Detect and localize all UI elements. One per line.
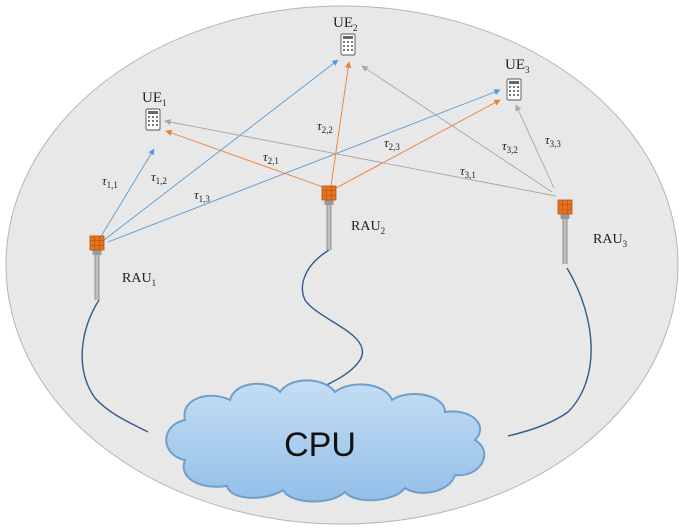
rau1-antenna-icon xyxy=(89,235,105,300)
rau3-antenna-icon xyxy=(557,199,573,264)
link-rau2-ue3 xyxy=(335,99,501,189)
tau-3-1-label: τ3,1 xyxy=(460,163,476,180)
link-rau1-ue3 xyxy=(107,89,501,243)
links-rau1 xyxy=(99,59,501,243)
fiber-rau1 xyxy=(81,299,149,433)
tau-3-2-label: τ3,2 xyxy=(502,138,518,155)
tau-3-3-label: τ3,3 xyxy=(545,132,561,149)
rau2-label: RAU2 xyxy=(351,219,385,236)
tau-1-3-label: τ1,3 xyxy=(194,187,210,204)
ue1-label: UE1 xyxy=(142,90,167,108)
fiber-rau3 xyxy=(507,267,592,437)
links-rau2 xyxy=(165,61,501,189)
fiber-links xyxy=(81,249,592,437)
link-rau1-ue2 xyxy=(103,59,339,241)
rau1-label: RAU1 xyxy=(122,271,156,288)
ue1-device-icon xyxy=(145,108,161,131)
ue3-label: UE3 xyxy=(505,57,530,75)
links-rau3 xyxy=(164,65,557,197)
link-rau2-ue1 xyxy=(165,129,324,188)
link-rau1-ue1 xyxy=(99,148,155,239)
tau-1-2-label: τ1,2 xyxy=(151,169,167,186)
link-rau2-ue2 xyxy=(330,61,352,187)
tau-2-2-label: τ2,2 xyxy=(317,118,333,135)
rau3-label: RAU3 xyxy=(593,232,628,249)
coverage-area xyxy=(5,5,679,525)
cpu-label: CPU xyxy=(284,426,356,464)
ue2-label: UE2 xyxy=(333,15,358,33)
ue2-device-icon xyxy=(340,33,356,56)
link-rau3-ue1 xyxy=(164,118,557,197)
cpu-cloud-icon: CPU xyxy=(165,379,486,503)
link-rau3-ue3 xyxy=(515,104,555,189)
tau-2-3-label: τ2,3 xyxy=(384,135,400,152)
ue3-device-icon xyxy=(506,78,522,101)
tau-1-1-label: τ1,1 xyxy=(102,173,118,190)
link-rau3-ue2 xyxy=(361,65,553,193)
fiber-rau2 xyxy=(301,249,364,393)
rau2-antenna-icon xyxy=(321,185,337,250)
tau-2-1-label: τ2,1 xyxy=(263,149,279,166)
